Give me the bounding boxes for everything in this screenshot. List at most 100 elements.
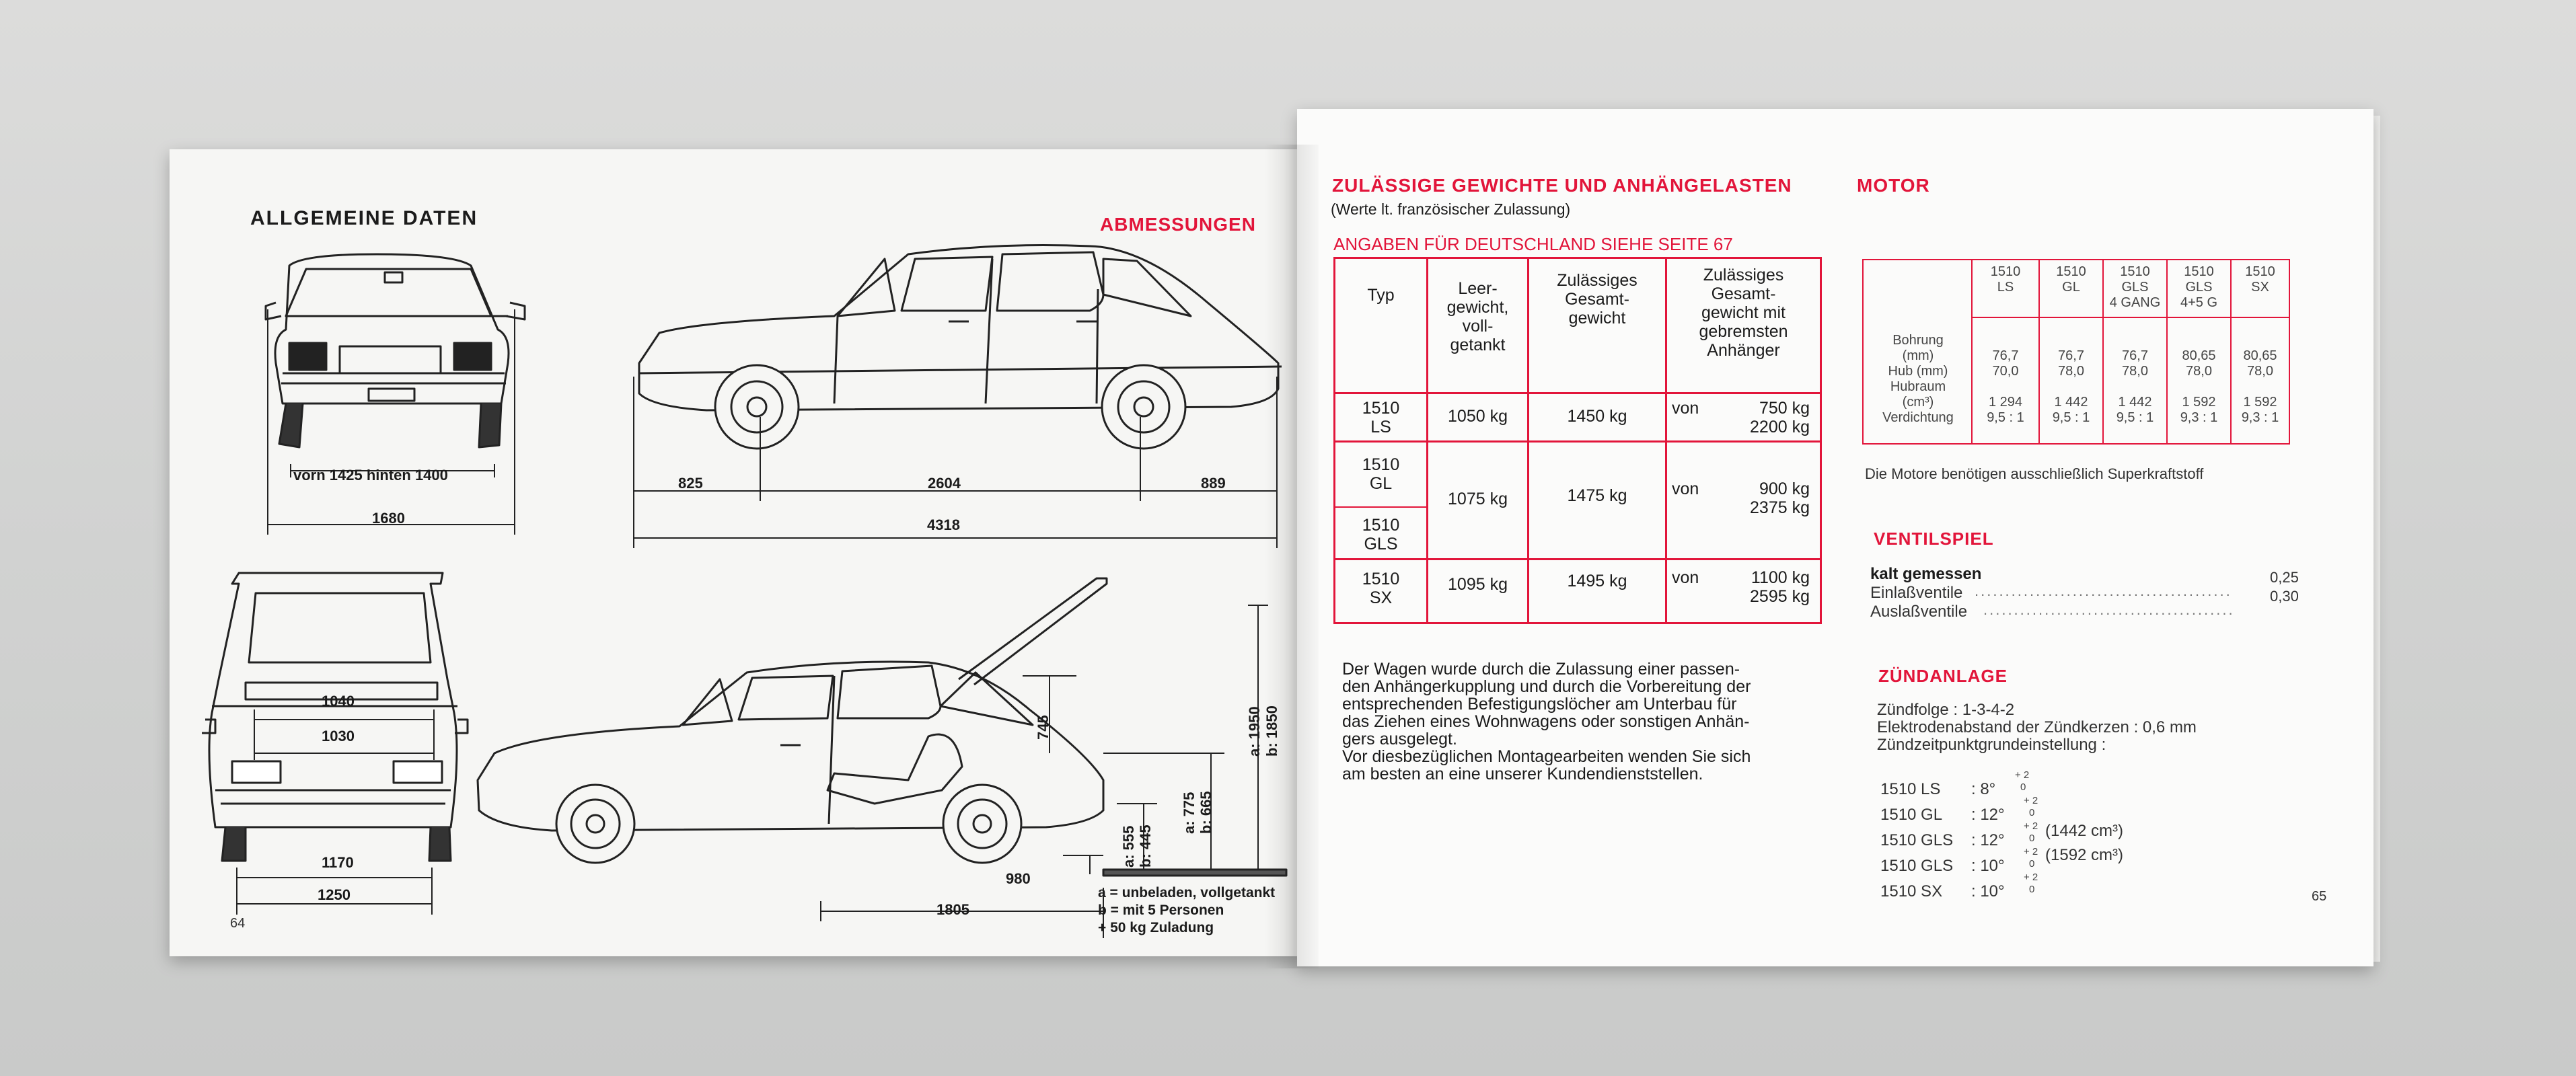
book-gutter	[1265, 145, 1319, 968]
row-ls-von: von	[1672, 399, 1699, 418]
elektrodenabstand: Elektrodenabstand der Zündkerzen : 0,6 m…	[1877, 718, 2197, 736]
row-sx-anh: 1100 kg 2595 kg	[1750, 568, 1810, 606]
row-ls-anh: 750 kg 2200 kg	[1750, 399, 1810, 436]
motor-values-sx: 80,65 78,0 1 592 9,3 : 1	[2241, 348, 2279, 425]
motor-col-gls4: 1510 GLS 4 GANG	[2109, 264, 2161, 310]
ventilspiel-title: VENTILSPIEL	[1874, 529, 1994, 549]
row-sx-von: von	[1672, 568, 1699, 587]
dim-b1850: b: 1850	[1263, 705, 1280, 757]
dim-1030: 1030	[322, 728, 355, 744]
legend-line-c: + 50 kg Zuladung	[1098, 920, 1214, 935]
front-view-drawing	[264, 253, 526, 449]
timing-tol-top-gl: + 2	[2024, 795, 2038, 806]
motor-values-gls5: 80,65 78,0 1 592 9,3 : 1	[2180, 348, 2218, 425]
einlass-value: 0,25	[2270, 569, 2299, 586]
row-ls-typ: 1510 LS	[1362, 399, 1400, 436]
motor-col-gl: 1510 GL	[2056, 264, 2086, 295]
weights-title: ZULÄSSIGE GEWICHTE UND ANHÄNGELASTEN	[1332, 175, 1792, 196]
page-number-left: 64	[230, 916, 246, 931]
dim-1250: 1250	[318, 886, 351, 903]
front-track-label: vorn 1425 hinten 1400	[293, 467, 448, 484]
motor-col-sx: 1510 SX	[2245, 264, 2275, 295]
auslass-dots: ........................................…	[1983, 601, 2235, 618]
timing-note-1592: (1592 cm³)	[2045, 846, 2124, 864]
dim-a555: a: 555	[1120, 825, 1137, 868]
dim-a775: a: 775	[1181, 792, 1198, 834]
dim-1170: 1170	[322, 854, 354, 871]
header-leergewicht: Leer- gewicht, voll- getankt	[1446, 279, 1509, 354]
motor-col-ls: 1510 LS	[1990, 264, 2021, 295]
header-typ: Typ	[1367, 286, 1395, 305]
weights-note: ANGABEN FÜR DEUTSCHLAND SIEHE SEITE 67	[1333, 234, 1733, 254]
trailer-paragraph: Der Wagen wurde durch die Zulassung eine…	[1342, 660, 1751, 783]
auslass-value: 0,30	[2270, 588, 2299, 605]
timing-value-ls: : 8°	[1971, 780, 1996, 798]
motor-title: MOTOR	[1857, 175, 1930, 196]
motor-values-ls: 76,7 70,0 1 294 9,5 : 1	[1987, 348, 2024, 425]
dim-b665: b: 665	[1198, 791, 1214, 834]
dim-889: 889	[1201, 475, 1226, 492]
dim-745: 745	[1035, 715, 1052, 740]
timing-model-sx: 1510 SX	[1880, 882, 1943, 900]
timing-tol-top-ls: + 2	[2015, 769, 2030, 781]
dim-2604: 2604	[928, 475, 961, 492]
einlass-label: Einlaßventile	[1870, 584, 1963, 602]
row-ls-gesamt: 1450 kg	[1567, 407, 1627, 426]
timing-value-gl: : 12°	[1971, 806, 2005, 824]
row-ls-leer: 1050 kg	[1448, 407, 1508, 426]
timing-model-ls: 1510 LS	[1880, 780, 1941, 798]
left-page	[170, 149, 1300, 956]
motor-values-gl: 76,7 78,0 1 442 9,5 : 1	[2052, 348, 2090, 425]
ventilspiel-measured: kalt gemessen	[1870, 565, 1982, 583]
dim-b445: b: 445	[1137, 824, 1154, 868]
motor-values-gls4: 76,7 78,0 1 442 9,5 : 1	[2116, 348, 2154, 425]
timing-tol-top-gls-1592: + 2	[2024, 846, 2038, 857]
dim-4318: 4318	[927, 516, 960, 533]
row-sx-gesamt: 1495 kg	[1567, 572, 1627, 590]
row-gl-leer: 1075 kg	[1448, 490, 1508, 508]
header-gesamtgewicht: Zulässiges Gesamt- gewicht	[1557, 271, 1637, 328]
side-view-drawing	[638, 244, 1282, 450]
legend-line-a: a = unbeladen, vollgetankt	[1098, 885, 1276, 900]
row-gl-von: von	[1672, 479, 1699, 498]
row-sx-typ: 1510 SX	[1362, 570, 1400, 607]
front-width-1680: 1680	[372, 510, 405, 527]
timing-model-gls-1442: 1510 GLS	[1880, 831, 1954, 849]
motor-col-gls5: 1510 GLS 4+5 G	[2180, 264, 2218, 310]
zuendanlage-title: ZÜNDANLAGE	[1878, 666, 2008, 686]
timing-tol-bot-gls-1442: 0	[2029, 833, 2035, 844]
motor-row-labels: Bohrung (mm) Hub (mm) Hubraum (cm³) Verd…	[1882, 333, 1954, 425]
legend-line-b: b = mit 5 Personen	[1098, 902, 1224, 918]
timing-note-1442: (1442 cm³)	[2045, 822, 2124, 840]
timing-model-gl: 1510 GL	[1880, 806, 1943, 824]
header-anhaenger: Zulässiges Gesamt- gewicht mit gebremste…	[1699, 266, 1788, 360]
auslass-label: Auslaßventile	[1870, 603, 1968, 621]
einlass-dots: ........................................…	[1975, 582, 2232, 599]
page-number-right: 65	[2312, 889, 2327, 904]
timing-tol-bot-ls: 0	[2020, 781, 2026, 793]
timing-tol-bot-gl: 0	[2029, 807, 2035, 818]
right-page	[1297, 109, 2373, 966]
weights-subtitle: (Werte lt. französischer Zulassung)	[1331, 200, 1571, 218]
row-gl-typ: 1510 GL	[1362, 455, 1400, 493]
timing-value-gls-1442: : 12°	[1971, 831, 2005, 849]
dim-1040: 1040	[322, 693, 355, 709]
dim-980: 980	[1006, 870, 1031, 887]
zuendfolge: Zündfolge : 1-3-4-2	[1877, 701, 2015, 719]
row-gl-anh: 900 kg 2375 kg	[1750, 479, 1810, 517]
row-gls-typ: 1510 GLS	[1362, 516, 1400, 553]
open-hatch-view-drawing	[476, 577, 1108, 864]
fuel-note: Die Motore benötigen ausschließlich Supe…	[1865, 465, 2204, 482]
timing-tol-top-gls-1442: + 2	[2024, 820, 2038, 832]
timing-tol-top-sx: + 2	[2024, 872, 2038, 883]
dim-1805: 1805	[936, 901, 969, 918]
rear-view-drawing	[202, 572, 469, 862]
row-sx-leer: 1095 kg	[1448, 575, 1508, 594]
weights-table: Typ Leer- gewicht, voll- getankt Zulässi…	[1333, 257, 1822, 624]
timing-tol-bot-gls-1592: 0	[2029, 858, 2035, 870]
motor-table: 1510 LS 1510 GL 1510 GLS 4 GANG 1510 GLS…	[1862, 259, 2290, 445]
timing-value-gls-1592: : 10°	[1971, 857, 2005, 875]
timing-value-sx: : 10°	[1971, 882, 2005, 900]
zuendzeitpunkt: Zündzeitpunktgrundeinstellung :	[1877, 736, 2106, 754]
